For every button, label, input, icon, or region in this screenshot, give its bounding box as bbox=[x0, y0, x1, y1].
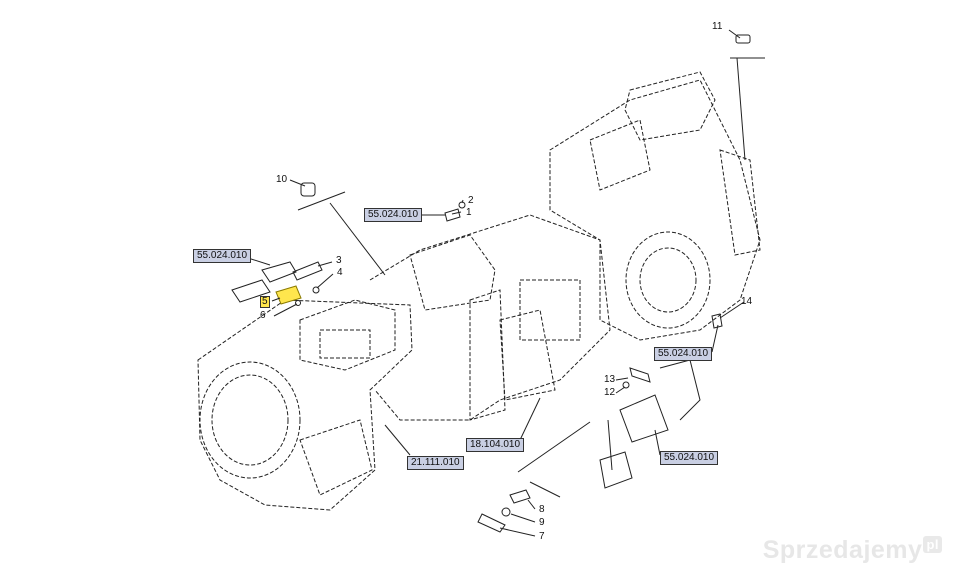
ref-box-21-111-010[interactable]: 21.111.010 bbox=[407, 456, 464, 470]
callout-6: 6 bbox=[260, 310, 266, 321]
plug-part-10 bbox=[300, 182, 316, 197]
rear-axle-flange bbox=[625, 231, 711, 329]
bell-housing-opening bbox=[199, 361, 301, 479]
ref-box-55-024-010-c[interactable]: 55.024.010 bbox=[654, 347, 713, 361]
callout-12: 12 bbox=[604, 387, 616, 398]
fitting-part-3 bbox=[292, 261, 323, 281]
callout-10: 10 bbox=[276, 174, 288, 185]
fitting-part-1 bbox=[444, 208, 461, 222]
oring-part-6 bbox=[295, 300, 301, 306]
bracket-part-7 bbox=[477, 513, 506, 533]
rear-housing bbox=[549, 79, 761, 341]
control-valve bbox=[519, 279, 581, 341]
callout-5: 5 bbox=[260, 296, 270, 308]
plug-part-14 bbox=[711, 313, 723, 329]
ref-box-55-024-010-a[interactable]: 55.024.010 bbox=[364, 208, 423, 222]
highlighted-fitting-part-5 bbox=[275, 285, 302, 305]
ref-box-55-024-010-b[interactable]: 55.024.010 bbox=[193, 249, 252, 263]
callout-11: 11 bbox=[712, 21, 723, 32]
callout-2: 2 bbox=[468, 195, 474, 206]
bell-housing bbox=[197, 299, 413, 511]
top-valve-block bbox=[624, 71, 716, 141]
bolt-part-8 bbox=[509, 489, 531, 504]
callout-1: 1 bbox=[466, 207, 472, 218]
watermark-text: Sprzedajemy bbox=[762, 536, 923, 564]
oring-part-4 bbox=[312, 286, 320, 294]
ref-box-55-024-010-d[interactable]: 55.024.010 bbox=[660, 451, 719, 465]
callout-9: 9 bbox=[539, 517, 545, 528]
oring-part-12 bbox=[622, 381, 630, 389]
callout-7: 7 bbox=[539, 531, 545, 542]
harness-connectors bbox=[619, 394, 669, 443]
center-housing bbox=[369, 214, 611, 421]
ref-box-18-104-010[interactable]: 18.104.010 bbox=[466, 438, 525, 452]
callout-3: 3 bbox=[336, 255, 342, 266]
callout-8: 8 bbox=[539, 504, 545, 515]
washer-part-9 bbox=[501, 507, 511, 517]
leader-line bbox=[329, 202, 386, 276]
callout-14: 14 bbox=[741, 296, 753, 307]
watermark-badge: pl bbox=[923, 536, 942, 553]
callout-4: 4 bbox=[337, 267, 343, 278]
adapter-part-13 bbox=[629, 367, 651, 383]
bolt-part-11 bbox=[735, 34, 751, 44]
sensor-connector bbox=[231, 279, 271, 303]
top-cover bbox=[299, 299, 396, 371]
callout-13: 13 bbox=[604, 374, 616, 385]
